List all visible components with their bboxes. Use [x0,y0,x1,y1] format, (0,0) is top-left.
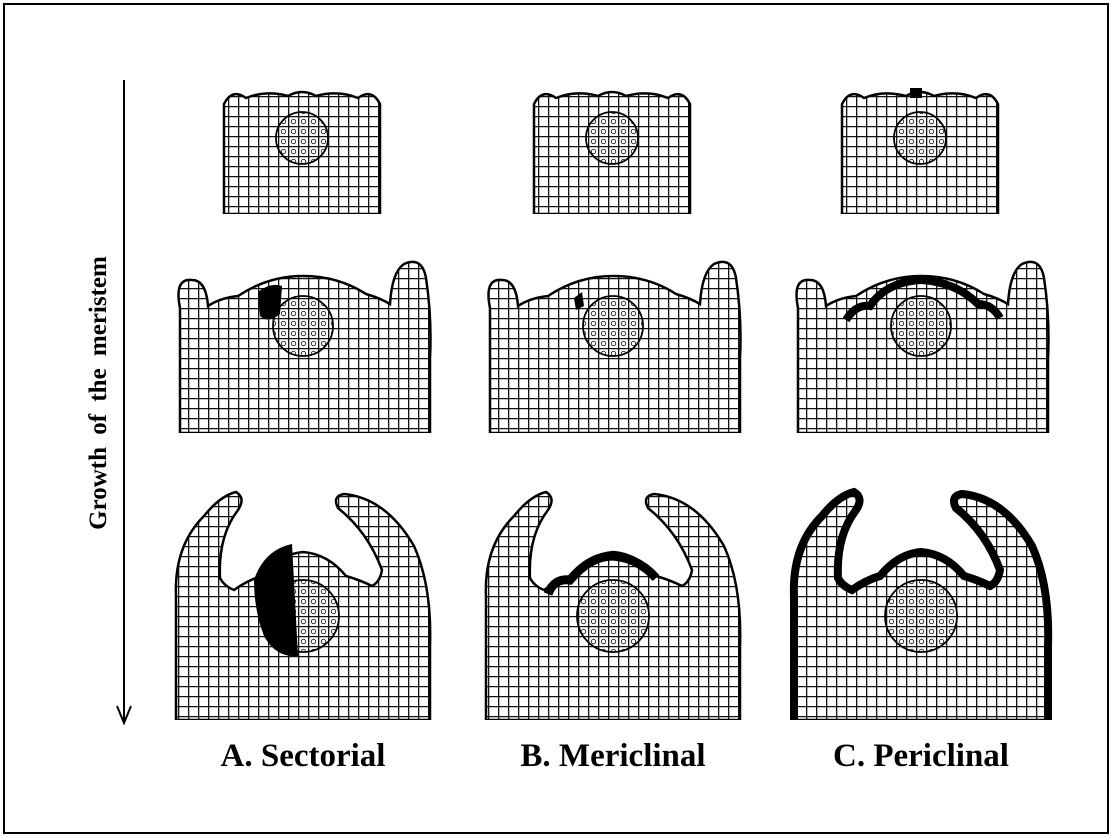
column-label-mericlinal: B. Mericlinal [478,738,748,775]
meristem-sectorial-late [168,486,438,720]
column-label-sectorial: A. Sectorial [168,738,438,775]
growth-arrow-icon [114,80,134,725]
column-label-periclinal: C. Periclinal [786,738,1056,775]
meristem-sectorial-middle [168,258,438,433]
meristem-sectorial-early [218,86,386,214]
meristem-mericlinal-early [528,86,696,214]
growth-axis-label: Growth of the meristem [85,256,113,530]
meristem-mericlinal-middle [478,258,748,433]
meristem-periclinal-middle [786,258,1056,433]
meristem-periclinal-late [786,486,1056,720]
meristem-periclinal-early [836,86,1004,214]
meristem-mericlinal-late [478,486,748,720]
